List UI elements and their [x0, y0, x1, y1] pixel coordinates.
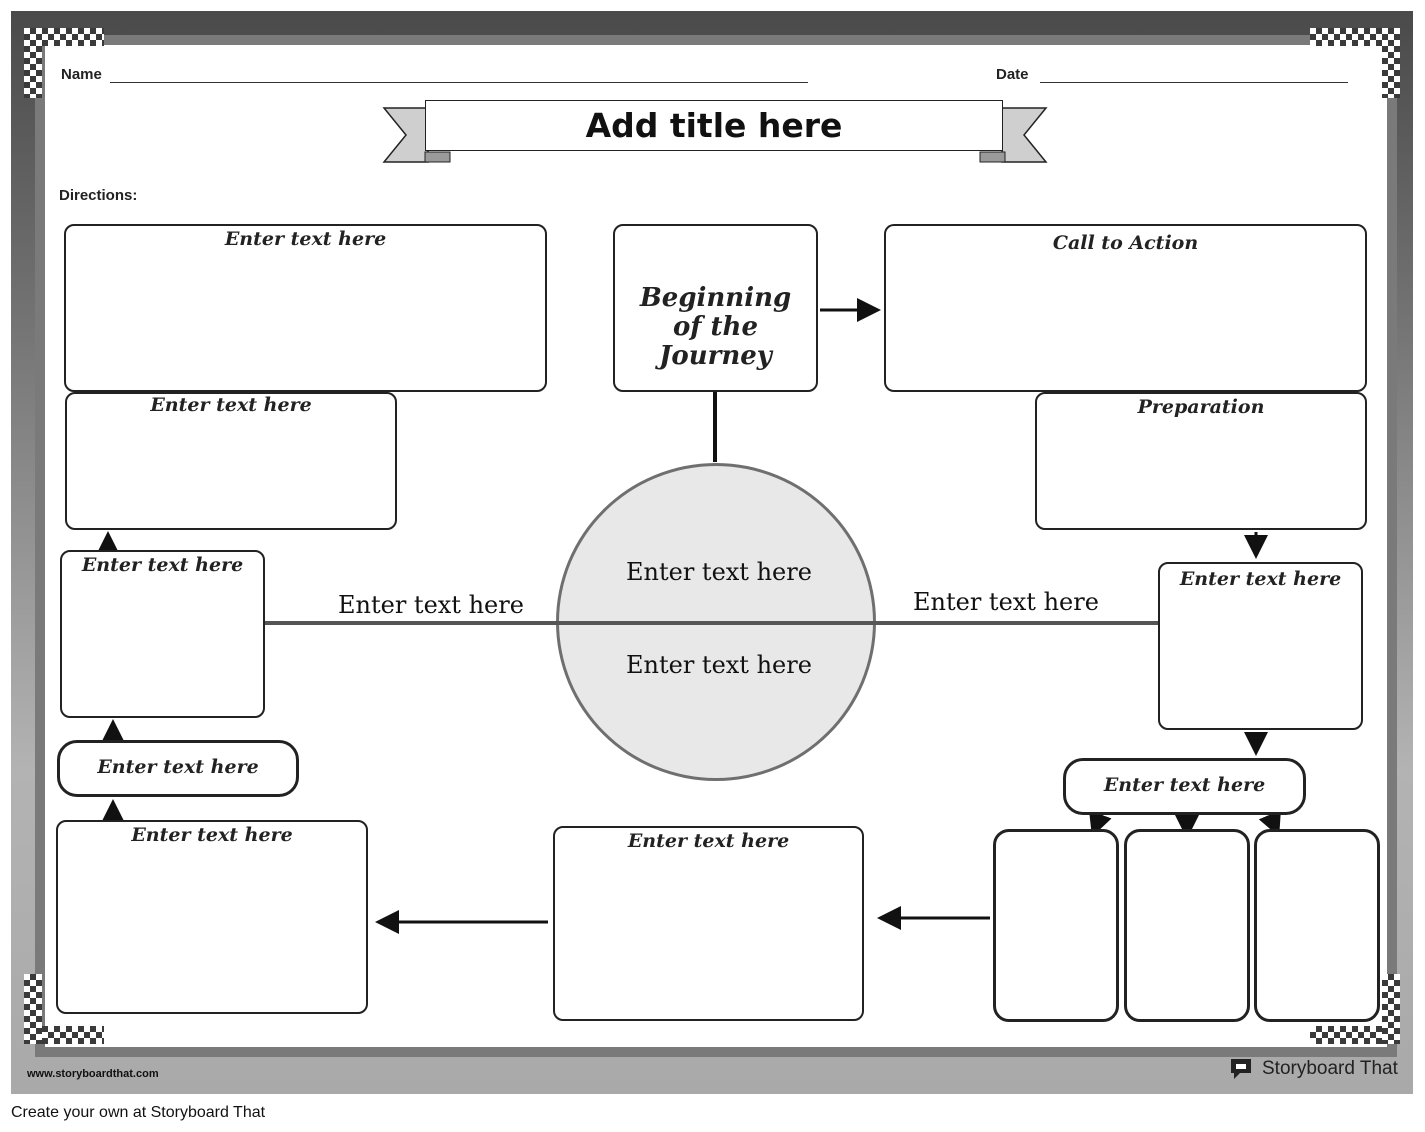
- banner-ribbon: [382, 107, 1048, 163]
- left-pill-label: Enter text here: [97, 756, 259, 778]
- checker-decoration: [24, 28, 42, 98]
- circle-top-text[interactable]: Enter text here: [626, 558, 812, 586]
- bottom-left-box[interactable]: Enter text here: [56, 820, 368, 1014]
- left-line-label[interactable]: Enter text here: [338, 591, 524, 619]
- top-left-box[interactable]: Enter text here: [64, 224, 547, 392]
- left-second-box-label: Enter text here: [150, 394, 312, 416]
- name-label: Name: [61, 66, 102, 83]
- bottom-middle-box-label: Enter text here: [627, 830, 790, 852]
- checker-decoration: [24, 28, 104, 46]
- beginning-box-label: Beginning of the Journey: [639, 283, 792, 371]
- name-field[interactable]: [110, 82, 808, 83]
- checker-decoration: [1310, 1026, 1390, 1044]
- call-to-action-label: Call to Action: [1052, 232, 1199, 254]
- bottom-middle-box[interactable]: Enter text here: [553, 826, 864, 1021]
- top-left-box-label: Enter text here: [224, 228, 387, 250]
- bottom-left-box-label: Enter text here: [131, 824, 293, 846]
- brand-name: Storyboard That: [1262, 1058, 1398, 1079]
- beginning-box[interactable]: Beginning of the Journey: [613, 224, 818, 392]
- branch-box-3[interactable]: [1254, 829, 1380, 1022]
- preparation-box[interactable]: Preparation: [1035, 392, 1367, 530]
- page-title[interactable]: Add title here: [425, 100, 1003, 151]
- circle-bottom-text[interactable]: Enter text here: [626, 651, 812, 679]
- right-third-box-label: Enter text here: [1179, 568, 1342, 590]
- right-pill-box[interactable]: Enter text here: [1063, 758, 1306, 815]
- left-second-box[interactable]: Enter text here: [65, 392, 397, 530]
- left-third-box[interactable]: Enter text here: [60, 550, 265, 718]
- right-pill-label: Enter text here: [1103, 774, 1266, 796]
- left-third-box-label: Enter text here: [81, 554, 244, 576]
- call-to-action-box[interactable]: Call to Action: [884, 224, 1367, 392]
- branch-box-2[interactable]: [1124, 829, 1250, 1022]
- footer-url[interactable]: www.storyboardthat.com: [27, 1068, 159, 1080]
- branch-box-1[interactable]: [993, 829, 1119, 1022]
- right-third-box[interactable]: Enter text here: [1158, 562, 1363, 730]
- speech-bubble-icon: [1231, 1059, 1251, 1079]
- checker-decoration: [24, 974, 42, 1044]
- checker-decoration: [1382, 974, 1400, 1044]
- checker-decoration: [1310, 28, 1390, 46]
- date-field[interactable]: [1040, 82, 1348, 83]
- date-label: Date: [996, 66, 1029, 83]
- checker-decoration: [1382, 28, 1400, 98]
- left-pill-box[interactable]: Enter text here: [57, 740, 299, 797]
- directions-label: Directions:: [59, 187, 138, 204]
- circle-divider: [556, 621, 876, 625]
- checker-decoration: [24, 1026, 104, 1044]
- preparation-label: Preparation: [1137, 396, 1265, 418]
- bottom-caption[interactable]: Create your own at Storyboard That: [11, 1104, 266, 1121]
- storyboard-logo[interactable]: Storyboard That: [1228, 1056, 1398, 1082]
- right-line-label[interactable]: Enter text here: [913, 588, 1099, 616]
